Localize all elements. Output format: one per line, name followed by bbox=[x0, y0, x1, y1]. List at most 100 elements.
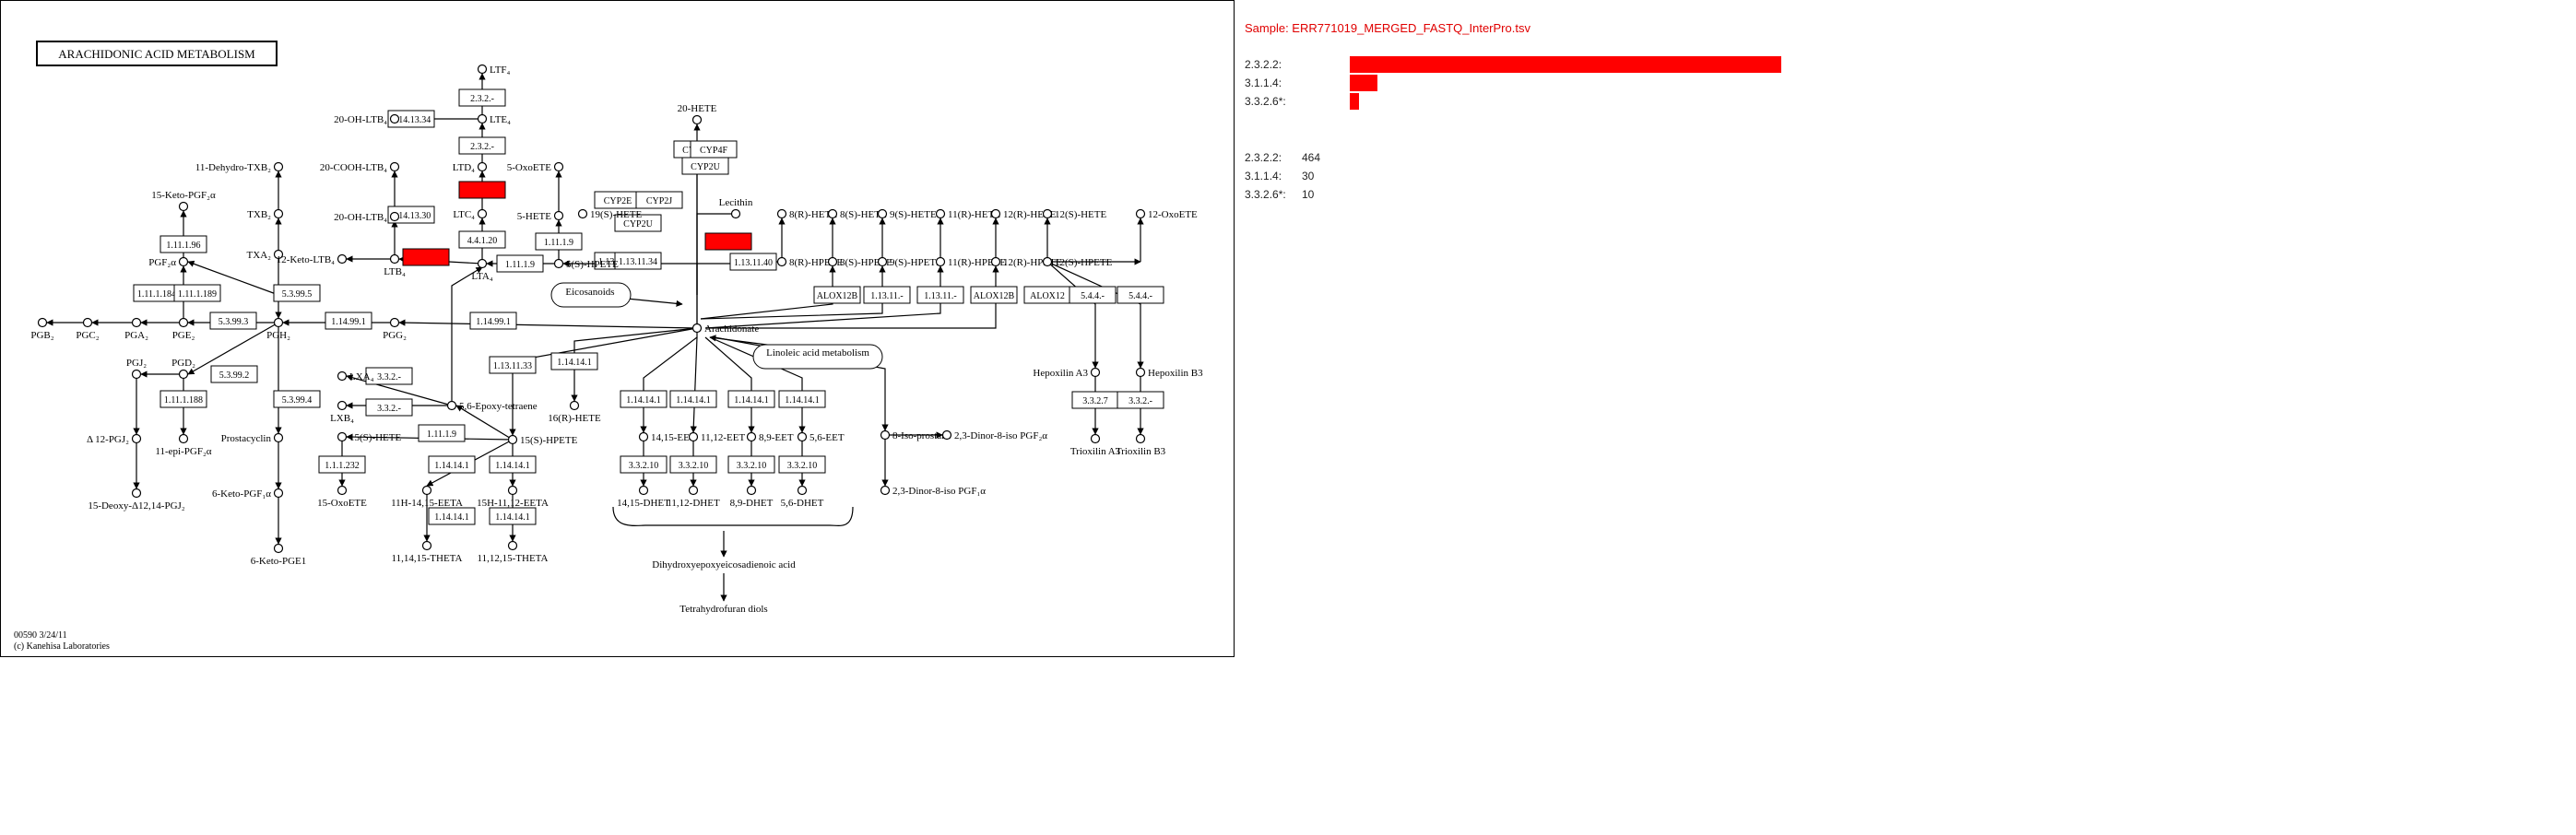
compound-node[interactable] bbox=[507, 540, 518, 551]
enzyme-box[interactable]: 1.14.14.1 bbox=[428, 507, 476, 525]
compound-node[interactable] bbox=[131, 317, 142, 328]
enzyme-box[interactable]: 2.3.2.- bbox=[458, 88, 506, 107]
compound-node[interactable] bbox=[273, 249, 284, 260]
enzyme-box[interactable]: 1.14.13.30 bbox=[387, 206, 435, 224]
pathway-link-linoleic[interactable] bbox=[752, 344, 883, 370]
compound-node[interactable] bbox=[553, 210, 564, 221]
enzyme-box[interactable]: 1.11.1.96 bbox=[160, 235, 207, 253]
compound-node[interactable] bbox=[178, 201, 189, 212]
enzyme-box[interactable]: 5.3.99.2 bbox=[210, 365, 258, 383]
compound-node[interactable] bbox=[877, 208, 888, 219]
compound-node[interactable] bbox=[507, 434, 518, 445]
enzyme-box[interactable]: 1.13.11.40 bbox=[729, 253, 777, 271]
pathway-link-eicosanoids[interactable] bbox=[550, 282, 632, 308]
enzyme-box[interactable]: 1.11.1.9 bbox=[418, 424, 466, 442]
compound-node[interactable] bbox=[746, 485, 757, 496]
compound-node[interactable] bbox=[569, 400, 580, 411]
compound-node[interactable] bbox=[178, 433, 189, 444]
enzyme-box[interactable]: 3.3.2.6 bbox=[402, 248, 450, 266]
compound-node[interactable] bbox=[935, 208, 946, 219]
compound-node[interactable] bbox=[178, 256, 189, 267]
compound-node[interactable] bbox=[337, 370, 348, 382]
compound-node[interactable] bbox=[82, 317, 93, 328]
enzyme-box[interactable]: 5.3.99.5 bbox=[273, 284, 321, 302]
compound-node[interactable] bbox=[337, 485, 348, 496]
enzyme-box[interactable]: 3.1.1.4 bbox=[704, 232, 752, 251]
compound-node[interactable] bbox=[273, 488, 284, 499]
enzyme-box[interactable]: 3.3.2.7 bbox=[1071, 391, 1119, 409]
enzyme-box[interactable]: 4.4.1.20 bbox=[458, 230, 506, 249]
compound-node[interactable] bbox=[688, 485, 699, 496]
compound-node[interactable] bbox=[746, 431, 757, 442]
compound-node[interactable] bbox=[178, 317, 189, 328]
compound-node[interactable] bbox=[477, 258, 488, 269]
enzyme-box[interactable]: ALOX12B bbox=[970, 286, 1018, 304]
compound-node[interactable] bbox=[935, 256, 946, 267]
enzyme-box[interactable]: 1.11.1.9 bbox=[496, 254, 544, 273]
compound-node[interactable] bbox=[273, 317, 284, 328]
enzyme-box[interactable]: 1.14.14.1 bbox=[489, 507, 537, 525]
compound-node[interactable] bbox=[421, 485, 432, 496]
compound-node[interactable] bbox=[553, 161, 564, 172]
compound-node[interactable] bbox=[776, 208, 787, 219]
compound-node[interactable] bbox=[131, 369, 142, 380]
enzyme-box[interactable]: 1.14.99.1 bbox=[325, 312, 372, 330]
enzyme-box[interactable]: 3.3.2.10 bbox=[727, 455, 775, 474]
compound-node[interactable] bbox=[577, 208, 588, 219]
compound-node[interactable] bbox=[638, 485, 649, 496]
compound-node[interactable] bbox=[131, 488, 142, 499]
compound-node[interactable] bbox=[990, 256, 1001, 267]
compound-node[interactable] bbox=[1090, 367, 1101, 378]
compound-node[interactable] bbox=[337, 253, 348, 265]
enzyme-box[interactable]: CYP2U bbox=[681, 157, 729, 175]
compound-node[interactable] bbox=[337, 431, 348, 442]
enzyme-box[interactable]: CYP2E bbox=[594, 191, 642, 209]
compound-node[interactable] bbox=[691, 323, 703, 334]
enzyme-box[interactable]: ALOX12B bbox=[813, 286, 861, 304]
compound-node[interactable] bbox=[691, 114, 703, 125]
enzyme-box[interactable]: CYP2U bbox=[614, 214, 662, 232]
enzyme-box[interactable]: 3.3.2.- bbox=[365, 367, 413, 385]
enzyme-box[interactable]: 5.4.4.- bbox=[1117, 286, 1164, 304]
enzyme-box[interactable]: 2.3.2.- bbox=[458, 136, 506, 155]
compound-node[interactable] bbox=[880, 485, 891, 496]
compound-node[interactable] bbox=[273, 208, 284, 219]
enzyme-box[interactable]: CYP4F bbox=[690, 140, 738, 159]
enzyme-box[interactable]: 3.3.2.10 bbox=[669, 455, 717, 474]
enzyme-box[interactable]: CYP2J bbox=[635, 191, 683, 209]
compound-node[interactable] bbox=[337, 400, 348, 411]
enzyme-box[interactable]: 5.3.99.3 bbox=[209, 312, 257, 330]
compound-node[interactable] bbox=[1090, 433, 1101, 444]
compound-node[interactable] bbox=[688, 431, 699, 442]
enzyme-box[interactable]: 3.3.2.- bbox=[1117, 391, 1164, 409]
compound-node[interactable] bbox=[877, 256, 888, 267]
compound-node[interactable] bbox=[446, 400, 457, 411]
enzyme-box[interactable]: 1.1.1.232 bbox=[318, 455, 366, 474]
compound-node[interactable] bbox=[1135, 208, 1146, 219]
compound-node[interactable] bbox=[477, 161, 488, 172]
compound-node[interactable] bbox=[389, 211, 400, 222]
enzyme-box[interactable]: 3.3.2.10 bbox=[778, 455, 826, 474]
compound-node[interactable] bbox=[1042, 256, 1053, 267]
compound-node[interactable] bbox=[477, 113, 488, 124]
compound-node[interactable] bbox=[37, 317, 48, 328]
enzyme-box[interactable]: ALOX12 bbox=[1023, 286, 1071, 304]
compound-node[interactable] bbox=[827, 256, 838, 267]
compound-node[interactable] bbox=[477, 208, 488, 219]
enzyme-box[interactable]: 1.11.1.189 bbox=[173, 284, 221, 302]
enzyme-box[interactable]: 5.4.4.- bbox=[1069, 286, 1117, 304]
enzyme-box[interactable]: 2.3.2.2 bbox=[458, 181, 506, 199]
compound-node[interactable] bbox=[990, 208, 1001, 219]
compound-node[interactable] bbox=[880, 429, 891, 441]
compound-node[interactable] bbox=[389, 161, 400, 172]
enzyme-box[interactable]: 1.14.99.1 bbox=[469, 312, 517, 330]
enzyme-box[interactable]: 1.13.11.- bbox=[916, 286, 964, 304]
enzyme-box[interactable]: 3.3.2.10 bbox=[620, 455, 668, 474]
compound-node[interactable] bbox=[178, 369, 189, 380]
compound-node[interactable] bbox=[421, 540, 432, 551]
compound-node[interactable] bbox=[797, 485, 808, 496]
enzyme-box[interactable]: 1.14.14.1 bbox=[727, 390, 775, 408]
compound-node[interactable] bbox=[1135, 433, 1146, 444]
compound-node[interactable] bbox=[477, 64, 488, 75]
compound-node[interactable] bbox=[131, 433, 142, 444]
